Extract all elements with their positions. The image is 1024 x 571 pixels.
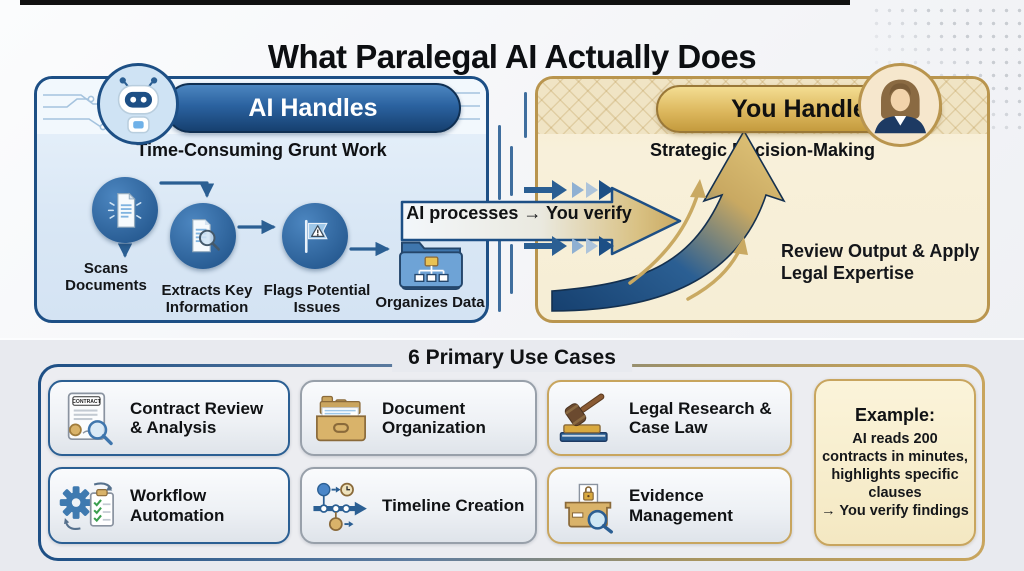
use-case-card: CONTRACT Contract Review & Analysis <box>48 380 290 456</box>
timeline-icon <box>313 482 367 531</box>
step-label: Flags Potential Issues <box>263 282 371 316</box>
step-label: Scans Documents <box>65 260 147 294</box>
use-cases-title: 6 Primary Use Cases <box>392 344 632 372</box>
chevron-arrows-icon <box>524 180 614 200</box>
divider-line <box>498 240 501 312</box>
chevron-arrows-icon <box>524 236 614 256</box>
file-drawer-icon <box>316 395 366 442</box>
warning-flag-icon <box>282 203 348 269</box>
use-case-card: Document Organization <box>300 380 537 456</box>
step-label: Extracts Key Information <box>161 282 253 316</box>
contract-banner-text: CONTRACT <box>72 399 101 405</box>
flow-label: AI processes → You verify <box>406 203 632 223</box>
growth-swoosh-arrow <box>551 129 786 312</box>
page-title: What Paralegal AI Actually Does <box>267 38 757 76</box>
use-case-card: Workflow Automation <box>48 467 290 544</box>
card-label: Evidence Management <box>629 486 733 525</box>
use-case-card: Evidence Management <box>547 467 792 544</box>
you-panel-subtitle: Strategic Decision-Making <box>649 140 876 160</box>
divider-line <box>498 125 501 200</box>
ai-handles-badge: AI Handles <box>165 83 461 133</box>
divider-line <box>510 146 513 196</box>
card-label: Contract Review & Analysis <box>130 398 264 437</box>
evidence-box-icon <box>564 483 613 534</box>
contract-magnifier-icon: CONTRACT <box>67 392 113 446</box>
divider-line <box>524 92 527 138</box>
use-case-card: Legal Research & Case Law <box>547 380 792 456</box>
use-case-card: Timeline Creation <box>300 467 537 544</box>
card-label: Workflow Automation <box>130 486 225 525</box>
example-heading: Example: <box>854 404 936 425</box>
professional-woman-icon <box>858 63 942 147</box>
scanned-document-icon <box>92 177 158 243</box>
card-label: Legal Research & Case Law <box>629 398 772 437</box>
ai-panel-subtitle: Time-Consuming Grunt Work <box>136 140 387 160</box>
step-label: Organizes Data <box>375 294 485 311</box>
flow-arrow <box>400 186 682 256</box>
robot-icon <box>97 63 179 145</box>
gear-checklist-icon <box>59 481 114 530</box>
you-handle-panel: You Handle Strategic Decision-Making <box>535 63 990 323</box>
example-box: Example: AI reads 200 contracts in minut… <box>814 379 976 546</box>
document-magnifier-icon <box>170 203 236 269</box>
card-label: Document Organization <box>382 398 486 437</box>
card-label: Timeline Creation <box>382 495 525 515</box>
example-body: AI reads 200 contracts in minutes, highl… <box>821 430 969 520</box>
divider-line <box>510 244 513 294</box>
gavel-books-icon <box>559 393 608 442</box>
folder-hierarchy-icon <box>396 231 466 291</box>
top-crop-bar <box>20 0 850 5</box>
ai-handles-panel: AI Handles Time-Consuming Grunt Work <box>34 63 489 323</box>
workflow-arrows <box>117 181 390 258</box>
you-panel-note: Review Output & Apply Legal Expertise <box>781 241 980 283</box>
